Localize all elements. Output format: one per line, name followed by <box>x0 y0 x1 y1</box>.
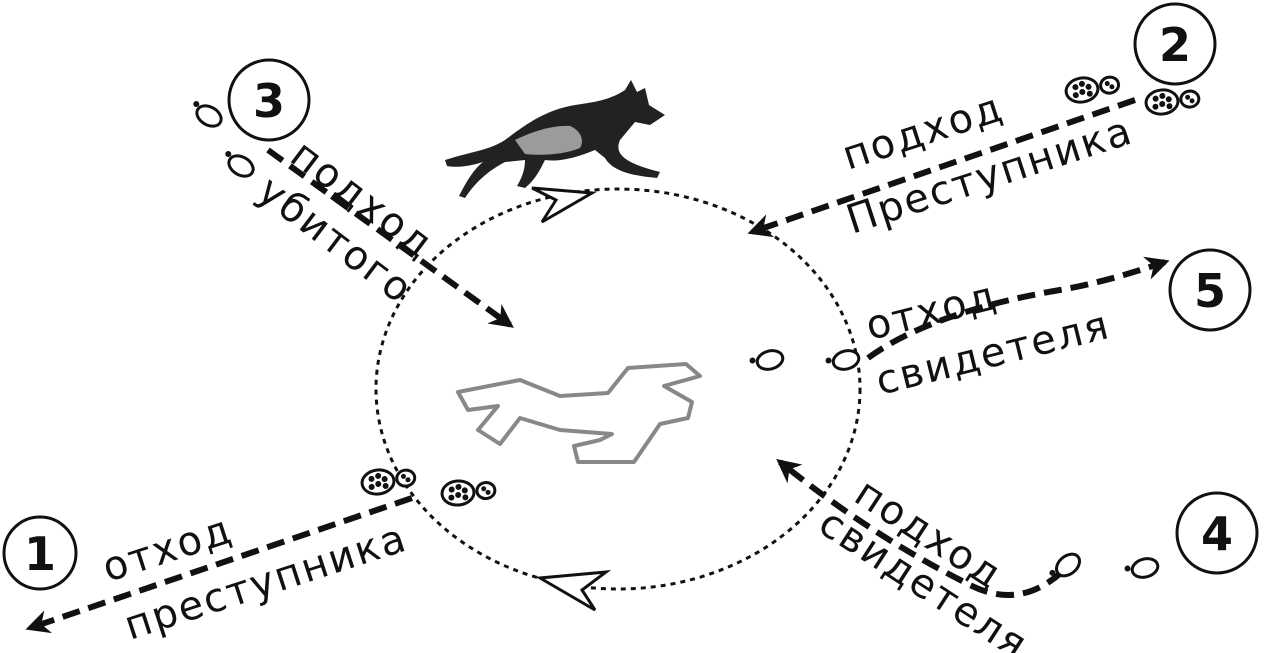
route-4-number: 4 <box>1201 507 1233 561</box>
bare-footprint-icon <box>185 96 227 132</box>
route-3-path <box>266 147 514 328</box>
boot-print-icon <box>439 476 498 508</box>
route-5-badge: 5 <box>1168 248 1252 332</box>
route-2-number: 2 <box>1159 18 1191 72</box>
direction-arrow-top <box>531 186 597 224</box>
boot-print-icon <box>1062 70 1123 107</box>
route-4-path <box>776 459 1064 598</box>
route-3-number: 3 <box>253 74 285 128</box>
bare-footprint-icon <box>1121 554 1162 584</box>
boot-print-icon <box>358 463 418 498</box>
bare-footprint-icon <box>746 346 787 376</box>
scene-circle <box>374 187 862 591</box>
route-2-badge: 2 <box>1133 2 1217 86</box>
route-1-number: 1 <box>24 527 56 581</box>
bare-footprint-icon <box>217 146 259 182</box>
bare-footprint-icon <box>822 346 863 376</box>
boot-print-icon <box>1143 84 1202 118</box>
route-2-path <box>747 97 1136 238</box>
body-outline-icon <box>456 362 702 464</box>
route-1-path <box>25 495 413 634</box>
direction-arrow-bottom <box>535 570 612 612</box>
route-4-bare-footprints <box>1045 548 1162 587</box>
route-5-path <box>866 256 1170 361</box>
route-5-bare-footprints <box>746 346 863 376</box>
route-4-badge: 4 <box>1175 491 1259 575</box>
dog-icon <box>445 80 665 198</box>
route-1-badge: 1 <box>2 515 78 591</box>
route-3-badge: 3 <box>227 58 311 142</box>
route-5-number: 5 <box>1194 264 1226 318</box>
route-1-boot-prints <box>358 463 498 508</box>
